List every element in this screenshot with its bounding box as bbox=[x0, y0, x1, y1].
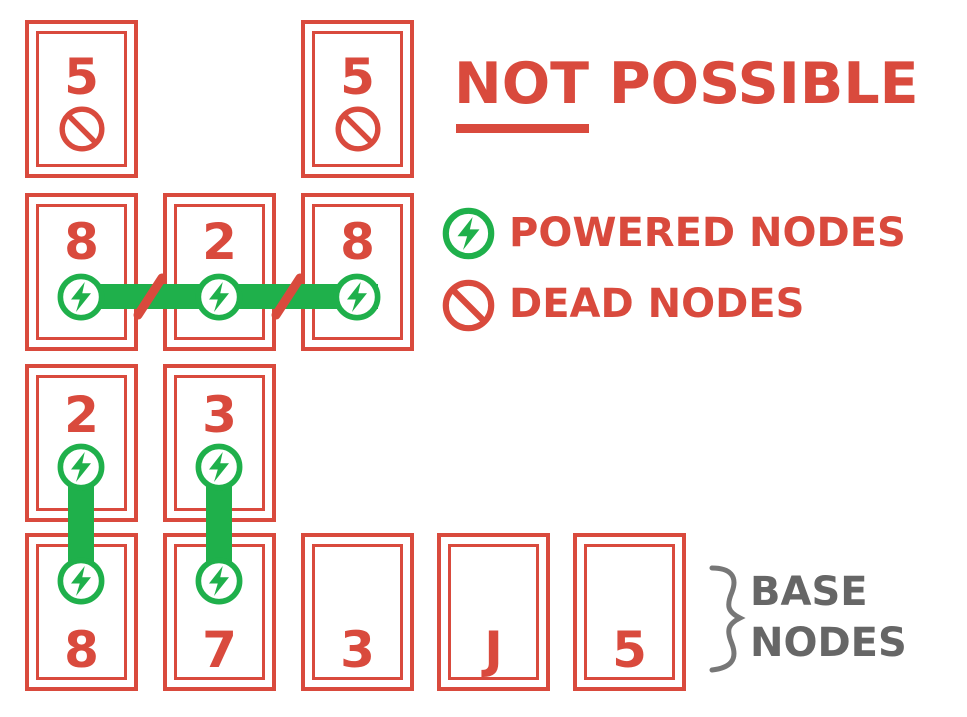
card-base-4: J bbox=[437, 533, 550, 691]
card-middle-left: 8 bbox=[25, 193, 138, 351]
legend-powered-icon bbox=[446, 211, 491, 256]
prohibited-icon bbox=[62, 109, 102, 149]
prohibited-icon bbox=[338, 109, 378, 149]
break-slash bbox=[133, 273, 167, 320]
legend-dead-label: DEAD NODES bbox=[509, 281, 805, 327]
title: NOT POSSIBLE bbox=[454, 51, 919, 117]
card-base-5: 5 bbox=[573, 533, 686, 691]
lightning-bolt-icon bbox=[60, 560, 101, 601]
title-underline bbox=[456, 124, 589, 133]
legend-powered-label: POWERED NODES bbox=[509, 210, 906, 256]
card-base-3: 3 bbox=[301, 533, 414, 691]
card-middle-right: 8 bbox=[301, 193, 414, 351]
lightning-bolt-icon bbox=[60, 276, 101, 317]
base-bracket-icon bbox=[709, 565, 746, 673]
lightning-bolt-icon bbox=[198, 276, 239, 317]
card-top-right: 5 bbox=[301, 20, 414, 178]
lightning-bolt-icon bbox=[198, 446, 239, 487]
lightning-bolt-icon bbox=[60, 446, 101, 487]
legend-dead-icon bbox=[446, 283, 491, 328]
lightning-bolt-icon bbox=[336, 276, 377, 317]
base-nodes-label-line2: NODES bbox=[750, 620, 907, 666]
base-nodes-label-line1: BASE bbox=[750, 569, 868, 615]
lightning-bolt-icon bbox=[198, 560, 239, 601]
card-top-left: 5 bbox=[25, 20, 138, 178]
break-slash bbox=[271, 273, 305, 320]
card-middle-center: 2 bbox=[163, 193, 276, 351]
